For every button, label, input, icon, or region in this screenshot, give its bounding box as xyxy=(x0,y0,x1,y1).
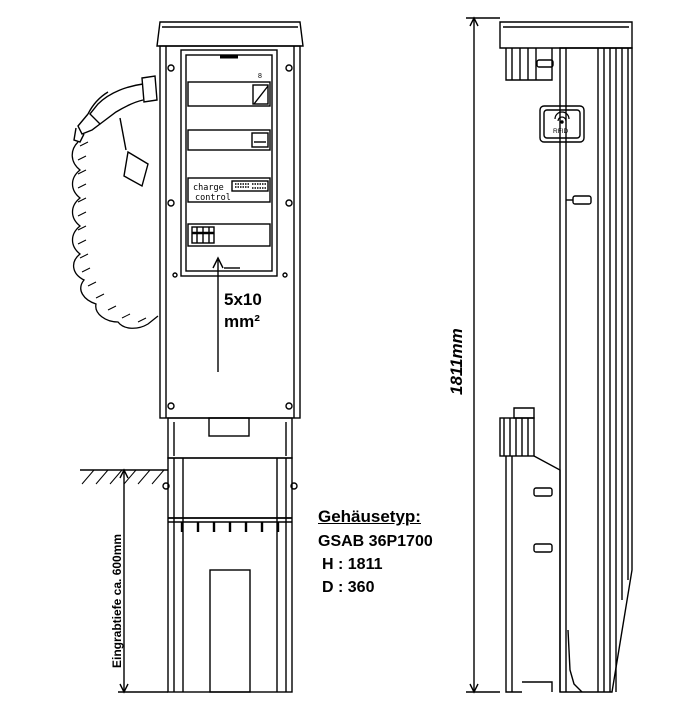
charge-control-module xyxy=(187,177,271,203)
front-cutout xyxy=(209,569,251,693)
meter-window xyxy=(187,81,271,107)
front-base-flange xyxy=(167,417,293,459)
rfid-reader xyxy=(539,105,585,143)
side-view: RFID xyxy=(499,21,633,693)
side-top-cap xyxy=(499,21,633,49)
front-foundation xyxy=(167,457,293,693)
charge-label: charge xyxy=(193,183,224,193)
svg-text:8: 8 xyxy=(258,73,262,80)
burial-depth-label: Eingrabtiefe ca. 600mm xyxy=(110,534,124,668)
control-label: control xyxy=(195,193,231,203)
spec-depth: D : 360 xyxy=(322,579,375,596)
plug-cap xyxy=(123,150,149,188)
charging-plug xyxy=(73,75,158,188)
breaker-module xyxy=(187,129,271,151)
terminal-module xyxy=(187,223,271,247)
spec-title: Gehäusetyp: xyxy=(318,507,421,526)
spec-height: H : 1811 xyxy=(322,556,383,573)
coiled-cable xyxy=(71,141,159,329)
spec-model: GSAB 36P1700 xyxy=(318,533,433,550)
front-view: 8 charge control xyxy=(71,21,304,694)
housing-spec: Gehäusetyp: GSAB 36P1700 H : 1811 D : 36… xyxy=(318,508,433,603)
side-collar xyxy=(499,417,535,457)
rfid-label: RFID xyxy=(553,128,568,135)
height-label: 1811mm xyxy=(447,328,466,395)
cable-section-value: 5x10 xyxy=(224,290,262,309)
height-dimension: 1811mm xyxy=(447,16,500,694)
cable-section-unit: mm² xyxy=(224,312,260,331)
side-body xyxy=(559,47,633,693)
front-panel xyxy=(180,49,278,277)
front-top-cap xyxy=(156,21,304,47)
